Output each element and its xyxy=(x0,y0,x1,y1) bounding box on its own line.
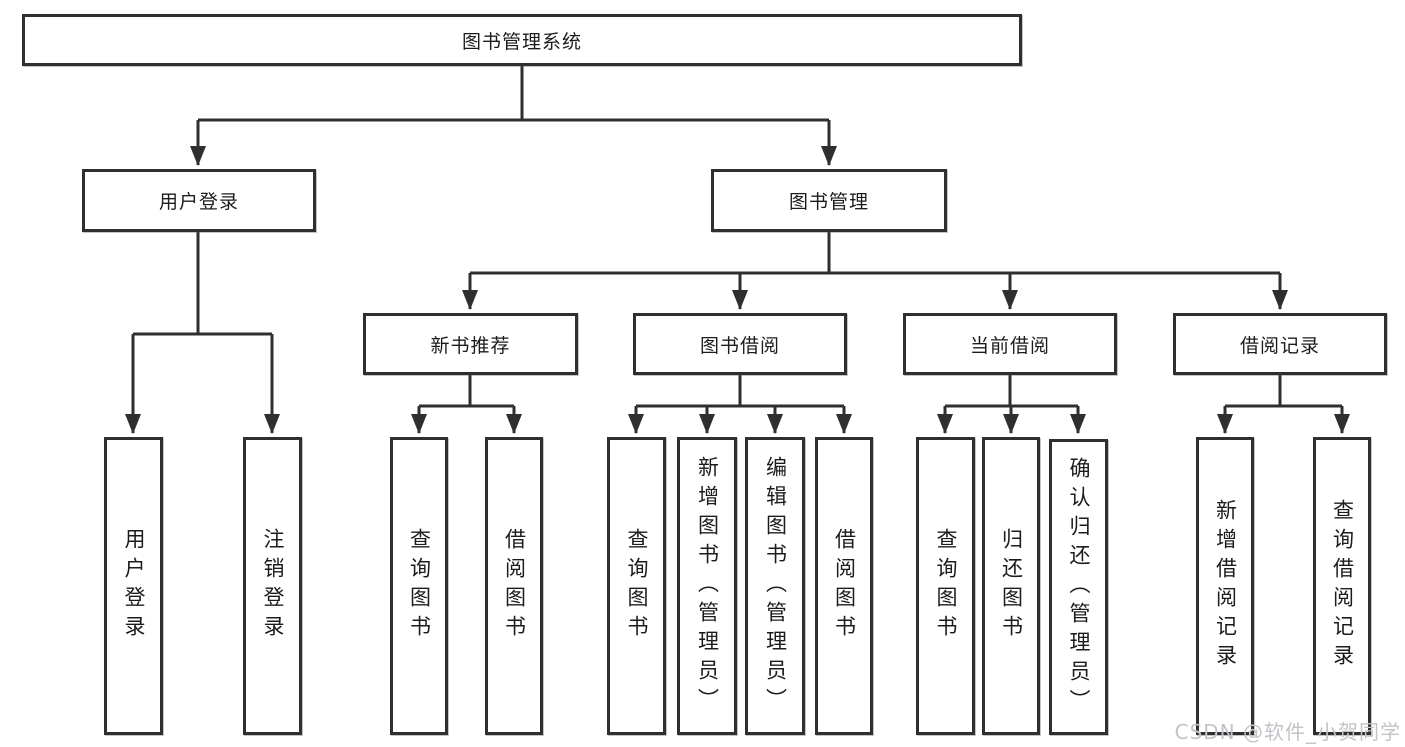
leaf-borrow-books-1: 借阅图书 xyxy=(485,437,543,735)
node-book-management: 图书管理 xyxy=(711,169,947,232)
leaf-add-borrow-record: 新增借阅记录 xyxy=(1196,437,1254,735)
leaf-user-login: 用户登录 xyxy=(104,437,163,735)
node-current-borrowing: 当前借阅 xyxy=(903,313,1117,375)
leaf-borrow-books-1-label: 借阅图书 xyxy=(502,528,527,644)
leaf-edit-book-admin: 编辑图书（管理员） xyxy=(745,437,805,735)
node-user-login-label: 用户登录 xyxy=(158,191,239,213)
node-book-management-label: 图书管理 xyxy=(788,191,869,213)
leaf-return-books-label: 归还图书 xyxy=(999,528,1024,644)
leaf-edit-book-admin-label: 编辑图书（管理员） xyxy=(763,455,788,717)
leaf-confirm-return-admin-label: 确认归还（管理员） xyxy=(1067,456,1091,718)
leaf-query-books-2: 查询图书 xyxy=(607,437,666,735)
leaf-query-books-1-label: 查询图书 xyxy=(407,528,432,644)
leaf-add-book-admin-label: 新增图书（管理员） xyxy=(695,455,720,717)
node-current-borrowing-label: 当前借阅 xyxy=(969,334,1050,357)
leaf-query-borrow-record-label: 查询借阅记录 xyxy=(1330,499,1355,673)
leaf-user-login-label: 用户登录 xyxy=(122,528,146,644)
node-root-label: 图书管理系统 xyxy=(461,30,582,53)
leaf-query-books-3: 查询图书 xyxy=(916,437,975,735)
leaf-query-borrow-record: 查询借阅记录 xyxy=(1313,437,1371,735)
leaf-query-books-1: 查询图书 xyxy=(390,437,448,735)
leaf-borrow-books-2: 借阅图书 xyxy=(815,437,873,735)
node-user-login: 用户登录 xyxy=(82,169,316,232)
leaf-add-borrow-record-label: 新增借阅记录 xyxy=(1213,499,1238,673)
leaf-return-books: 归还图书 xyxy=(982,437,1040,735)
leaf-borrow-books-2-label: 借阅图书 xyxy=(832,528,857,644)
leaf-add-book-admin: 新增图书（管理员） xyxy=(677,437,737,735)
leaf-query-books-3-label: 查询图书 xyxy=(934,528,958,644)
node-root: 图书管理系统 xyxy=(22,14,1022,66)
leaf-confirm-return-admin: 确认归还（管理员） xyxy=(1049,439,1108,735)
node-borrow-records-label: 借阅记录 xyxy=(1239,334,1320,357)
node-new-book-recommend: 新书推荐 xyxy=(363,313,578,375)
watermark: CSDN @软件_小贺同学 xyxy=(1174,720,1401,744)
leaf-query-books-2-label: 查询图书 xyxy=(625,528,649,644)
leaf-logout: 注销登录 xyxy=(243,437,302,735)
node-book-borrowing: 图书借阅 xyxy=(633,313,847,375)
node-book-borrowing-label: 图书借阅 xyxy=(699,334,780,357)
node-new-book-recommend-label: 新书推荐 xyxy=(430,334,511,357)
leaf-logout-label: 注销登录 xyxy=(261,528,285,644)
node-borrow-records: 借阅记录 xyxy=(1173,313,1387,375)
